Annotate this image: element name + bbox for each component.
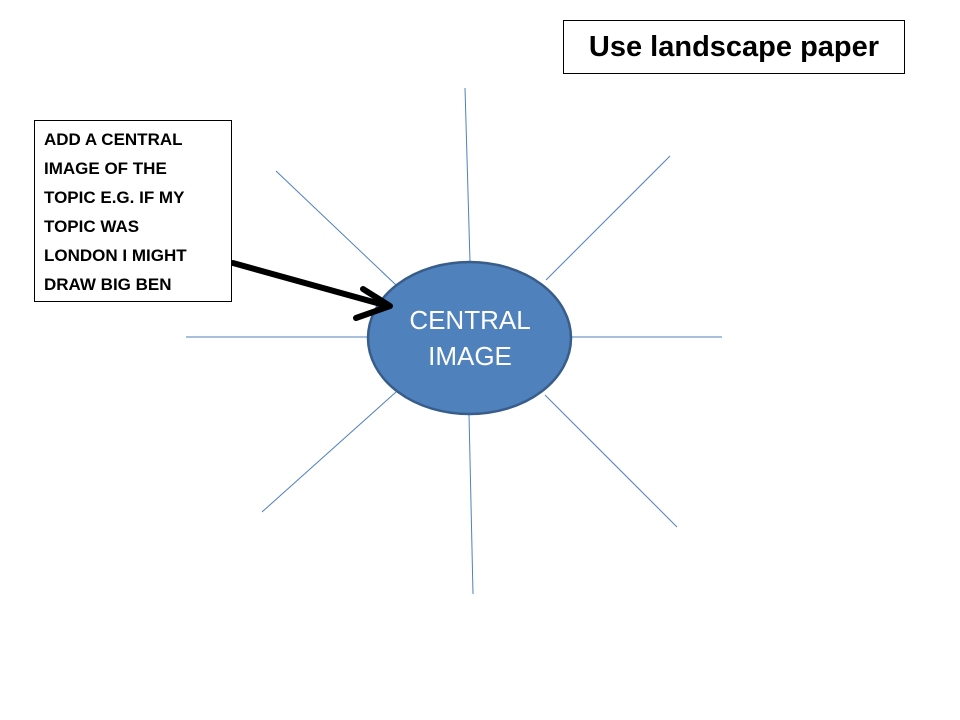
spoke-bottom-right (544, 394, 678, 528)
spoke-bottom-left (261, 391, 397, 513)
arrow-shaft (230, 260, 391, 309)
pointer-arrow (230, 260, 393, 321)
instruction-note: ADD A CENTRAL IMAGE OF THE TOPIC E.G. IF… (34, 120, 232, 302)
spoke-bottom (468, 413, 474, 595)
spokes (186, 87, 722, 595)
title-text: Use landscape paper (588, 30, 880, 63)
spoke-top-left (275, 170, 397, 286)
note-line: LONDON I MIGHT (44, 246, 187, 265)
central-node-label: CENTRAL IMAGE (372, 302, 568, 374)
note-line: DRAW BIG BEN (44, 275, 172, 294)
title-box: Use landscape paper (563, 20, 905, 74)
note-line: TOPIC WAS (44, 217, 140, 236)
arrow-head (353, 286, 393, 321)
note-line: IMAGE OF THE (44, 159, 167, 178)
central-node (366, 260, 573, 416)
central-node-label-line: CENTRAL (409, 305, 531, 335)
spoke-top-right (545, 155, 671, 281)
note-line: ADD A CENTRAL (44, 130, 183, 149)
note-line: TOPIC E.G. IF MY (44, 188, 185, 207)
central-node-label-line: IMAGE (428, 341, 512, 371)
spoke-top (464, 87, 471, 263)
